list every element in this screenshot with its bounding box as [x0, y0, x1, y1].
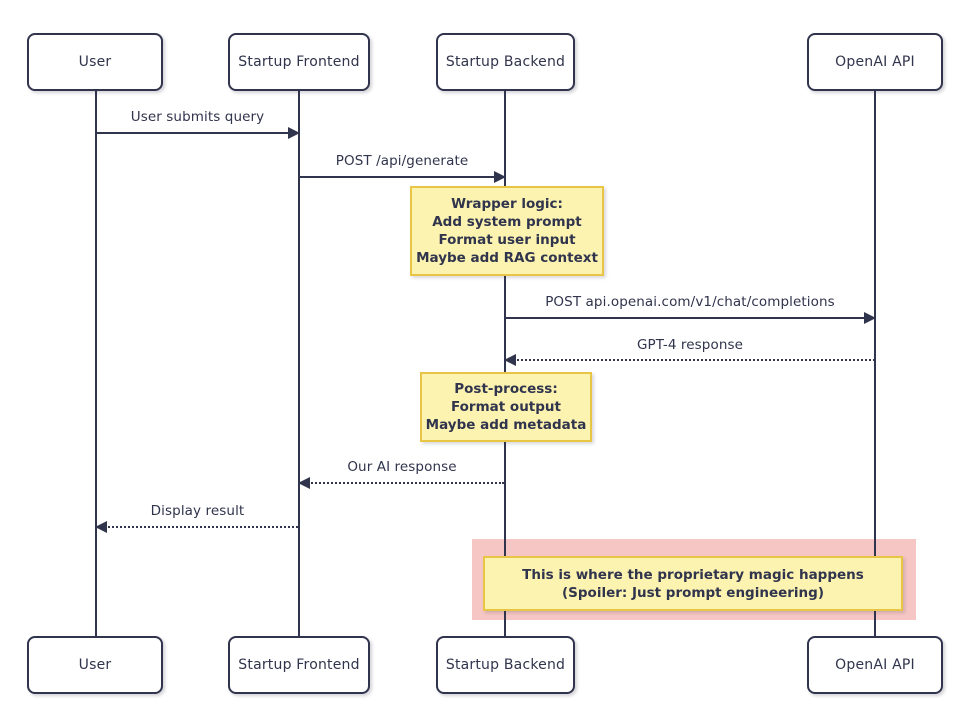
actor-startup-backend-top-label: Startup Backend — [445, 54, 566, 70]
note-proprietary-magic: This is where the proprietary magic happ… — [483, 556, 903, 611]
message-arrow-user-submits-query — [96, 127, 300, 139]
actor-user-top-label: User — [78, 54, 112, 70]
note-proprietary-magic-line-1: This is where the proprietary magic happ… — [522, 566, 864, 583]
actor-user-bottom-label: User — [78, 657, 112, 673]
actor-startup-backend-top: Startup Backend — [436, 33, 575, 91]
actor-startup-frontend-bottom-label: Startup Frontend — [238, 657, 360, 673]
actor-user-top: User — [27, 33, 163, 91]
actor-openai-api-top: OpenAI API — [807, 33, 943, 91]
message-arrow-post-api-generate — [299, 171, 506, 183]
message-arrow-post-openai-completions — [505, 312, 876, 324]
actor-startup-backend-bottom-label: Startup Backend — [445, 657, 566, 673]
note-post-process-line-2: Format output — [450, 399, 561, 415]
note-wrapper-logic-line-3: Format user input — [438, 232, 576, 248]
lifeline-user — [95, 89, 97, 636]
actor-openai-api-top-label: OpenAI API — [835, 54, 915, 70]
message-label-post-api-generate: POST /api/generate — [335, 153, 469, 169]
actor-startup-frontend-bottom: Startup Frontend — [228, 636, 370, 694]
actor-openai-api-bottom: OpenAI API — [807, 636, 943, 694]
message-label-display-result: Display result — [150, 503, 245, 519]
message-label-post-openai-completions: POST api.openai.com/v1/chat/completions — [545, 294, 835, 310]
note-wrapper-logic-line-2: Add system prompt — [432, 214, 582, 230]
note-proprietary-magic-line-2: (Spoiler: Just prompt engineering) — [561, 584, 824, 601]
note-wrapper-logic-line-4: Maybe add RAG context — [416, 250, 598, 266]
note-post-process-line-3: Maybe add metadata — [425, 417, 587, 433]
message-label-our-ai-response: Our AI response — [347, 459, 457, 475]
message-label-gpt4-response: GPT-4 response — [636, 337, 744, 353]
lifeline-startup-frontend — [298, 89, 300, 636]
message-label-user-submits-query: User submits query — [130, 109, 265, 125]
message-arrow-gpt4-response — [504, 354, 875, 366]
note-wrapper-logic-line-1: Wrapper logic: — [451, 196, 563, 212]
note-post-process-line-1: Post-process: — [454, 381, 558, 397]
actor-startup-frontend-top: Startup Frontend — [228, 33, 370, 91]
note-post-process: Post-process: Format output Maybe add me… — [420, 372, 592, 442]
actor-user-bottom: User — [27, 636, 163, 694]
actor-startup-frontend-top-label: Startup Frontend — [238, 54, 360, 70]
lifeline-openai-api — [874, 89, 876, 636]
message-arrow-our-ai-response — [298, 477, 504, 489]
note-wrapper-logic: Wrapper logic: Add system prompt Format … — [410, 186, 604, 276]
message-arrow-display-result — [95, 521, 298, 533]
actor-startup-backend-bottom: Startup Backend — [436, 636, 575, 694]
actor-openai-api-bottom-label: OpenAI API — [835, 657, 915, 673]
